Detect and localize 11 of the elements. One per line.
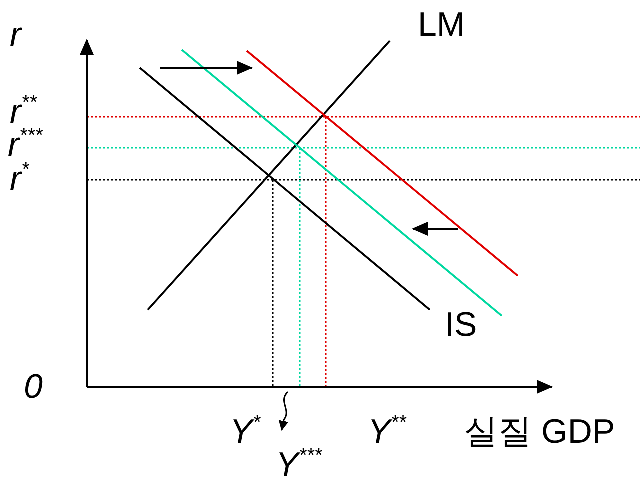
axis-label: Y$^{***}$ bbox=[276, 448, 322, 482]
origin-label: 0 bbox=[24, 370, 43, 404]
axis-title: 실질 GDP bbox=[464, 415, 616, 449]
axis-label: r$^{***}$ bbox=[8, 128, 43, 162]
axis-label: Y$^{**}$ bbox=[368, 415, 406, 449]
curve-label: IS bbox=[445, 308, 478, 342]
axis-label: r$^{*}$ bbox=[10, 162, 30, 196]
axis-label: r bbox=[10, 18, 22, 52]
curve-label: LM bbox=[418, 8, 466, 42]
axis-label: Y$^{*}$ bbox=[230, 415, 260, 449]
axis-label: r$^{**}$ bbox=[10, 95, 37, 129]
